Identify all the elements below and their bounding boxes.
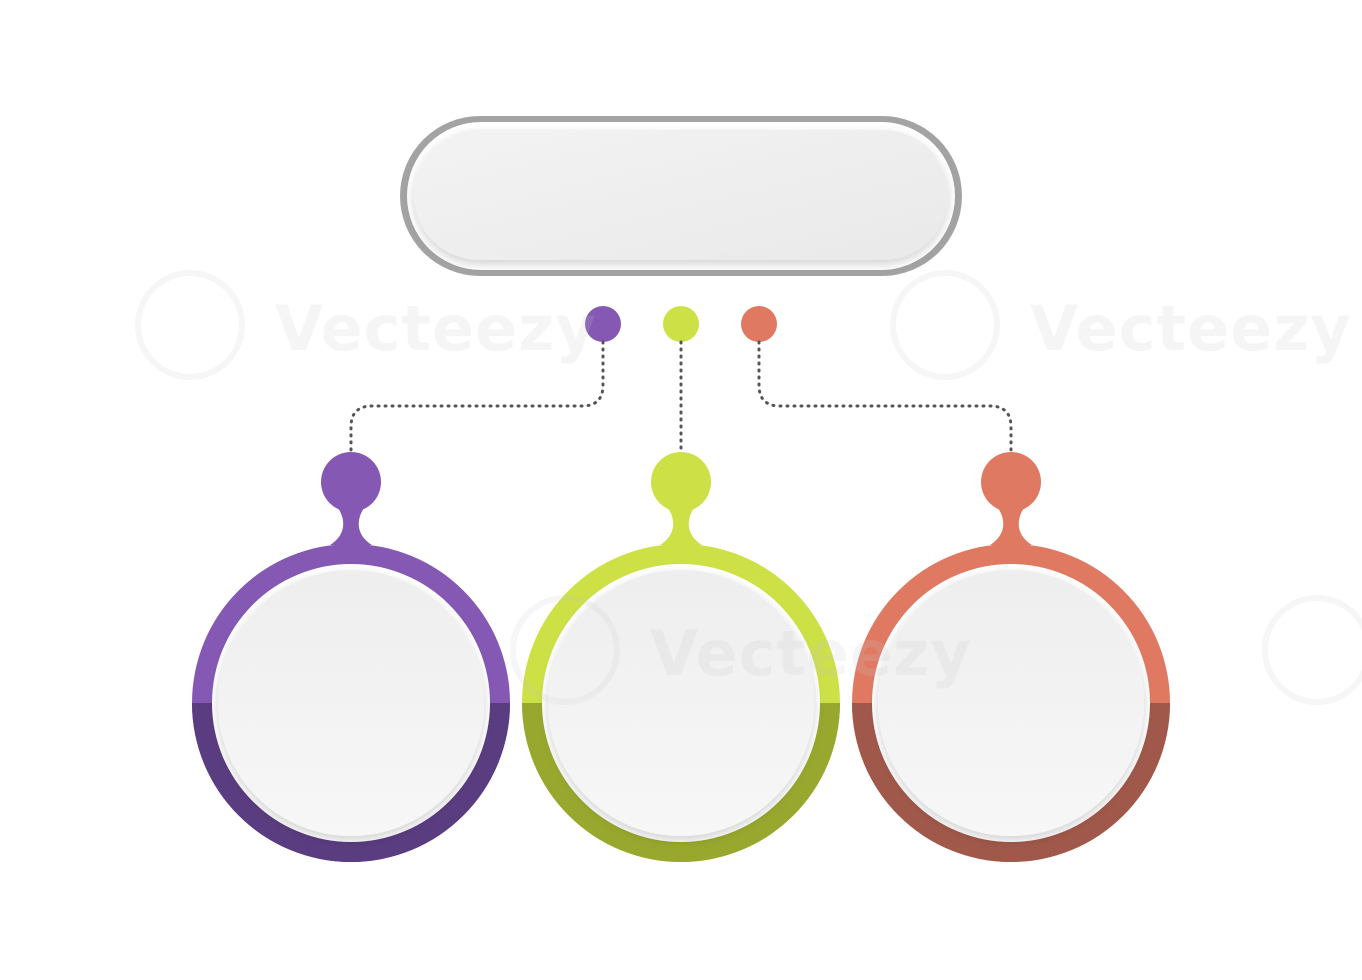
top-box (400, 116, 962, 276)
node-3 (852, 452, 1170, 862)
connector-line-3 (757, 340, 1013, 455)
connector-lines (349, 340, 1013, 455)
connector-dot-3 (741, 306, 777, 342)
node-2 (522, 452, 840, 862)
connector-dot-1 (585, 306, 621, 342)
connector-line-1 (349, 340, 605, 455)
node-1 (192, 452, 510, 862)
connector-dot-2 (663, 306, 699, 342)
